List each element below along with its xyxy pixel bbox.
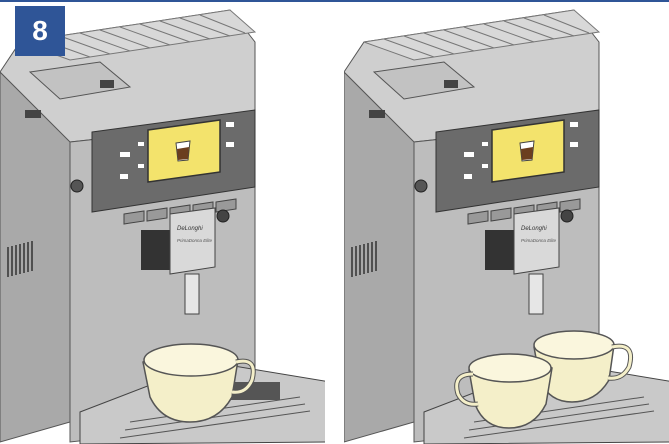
power-knob <box>415 180 427 192</box>
dispenser-knob <box>561 210 573 222</box>
coffee-machine-illustration: DeLonghi PrimaDonna Elite <box>0 2 325 444</box>
lid-handle <box>444 80 458 88</box>
water-tank-handle <box>25 110 41 118</box>
water-tank-handle <box>369 110 385 118</box>
step-number-badge: 8 <box>15 6 65 56</box>
coffee-spout <box>141 230 171 270</box>
dispensing-nozzle <box>185 274 199 314</box>
brand-label: DeLonghi <box>177 226 203 232</box>
model-label: PrimaDonna Elite <box>521 238 557 243</box>
dispenser-knob <box>217 210 229 222</box>
side-vent-icon <box>8 241 32 277</box>
coffee-machine-illustration-two: DeLonghi PrimaDonna Elite <box>344 2 669 444</box>
coffee-cup-icon <box>520 141 534 161</box>
brand-label: DeLonghi <box>521 226 547 232</box>
lid-handle <box>100 80 114 88</box>
power-knob <box>71 180 83 192</box>
side-vent-icon <box>352 241 376 277</box>
coffee-cup-icon <box>176 141 190 161</box>
model-label: PrimaDonna Elite <box>177 238 213 243</box>
coffee-spout <box>485 230 515 270</box>
illustration-two-cups: DeLonghi PrimaDonna Elite <box>344 2 669 444</box>
dispensing-nozzle <box>529 274 543 314</box>
illustration-one-cup: DeLonghi PrimaDonna Elite <box>0 2 325 444</box>
